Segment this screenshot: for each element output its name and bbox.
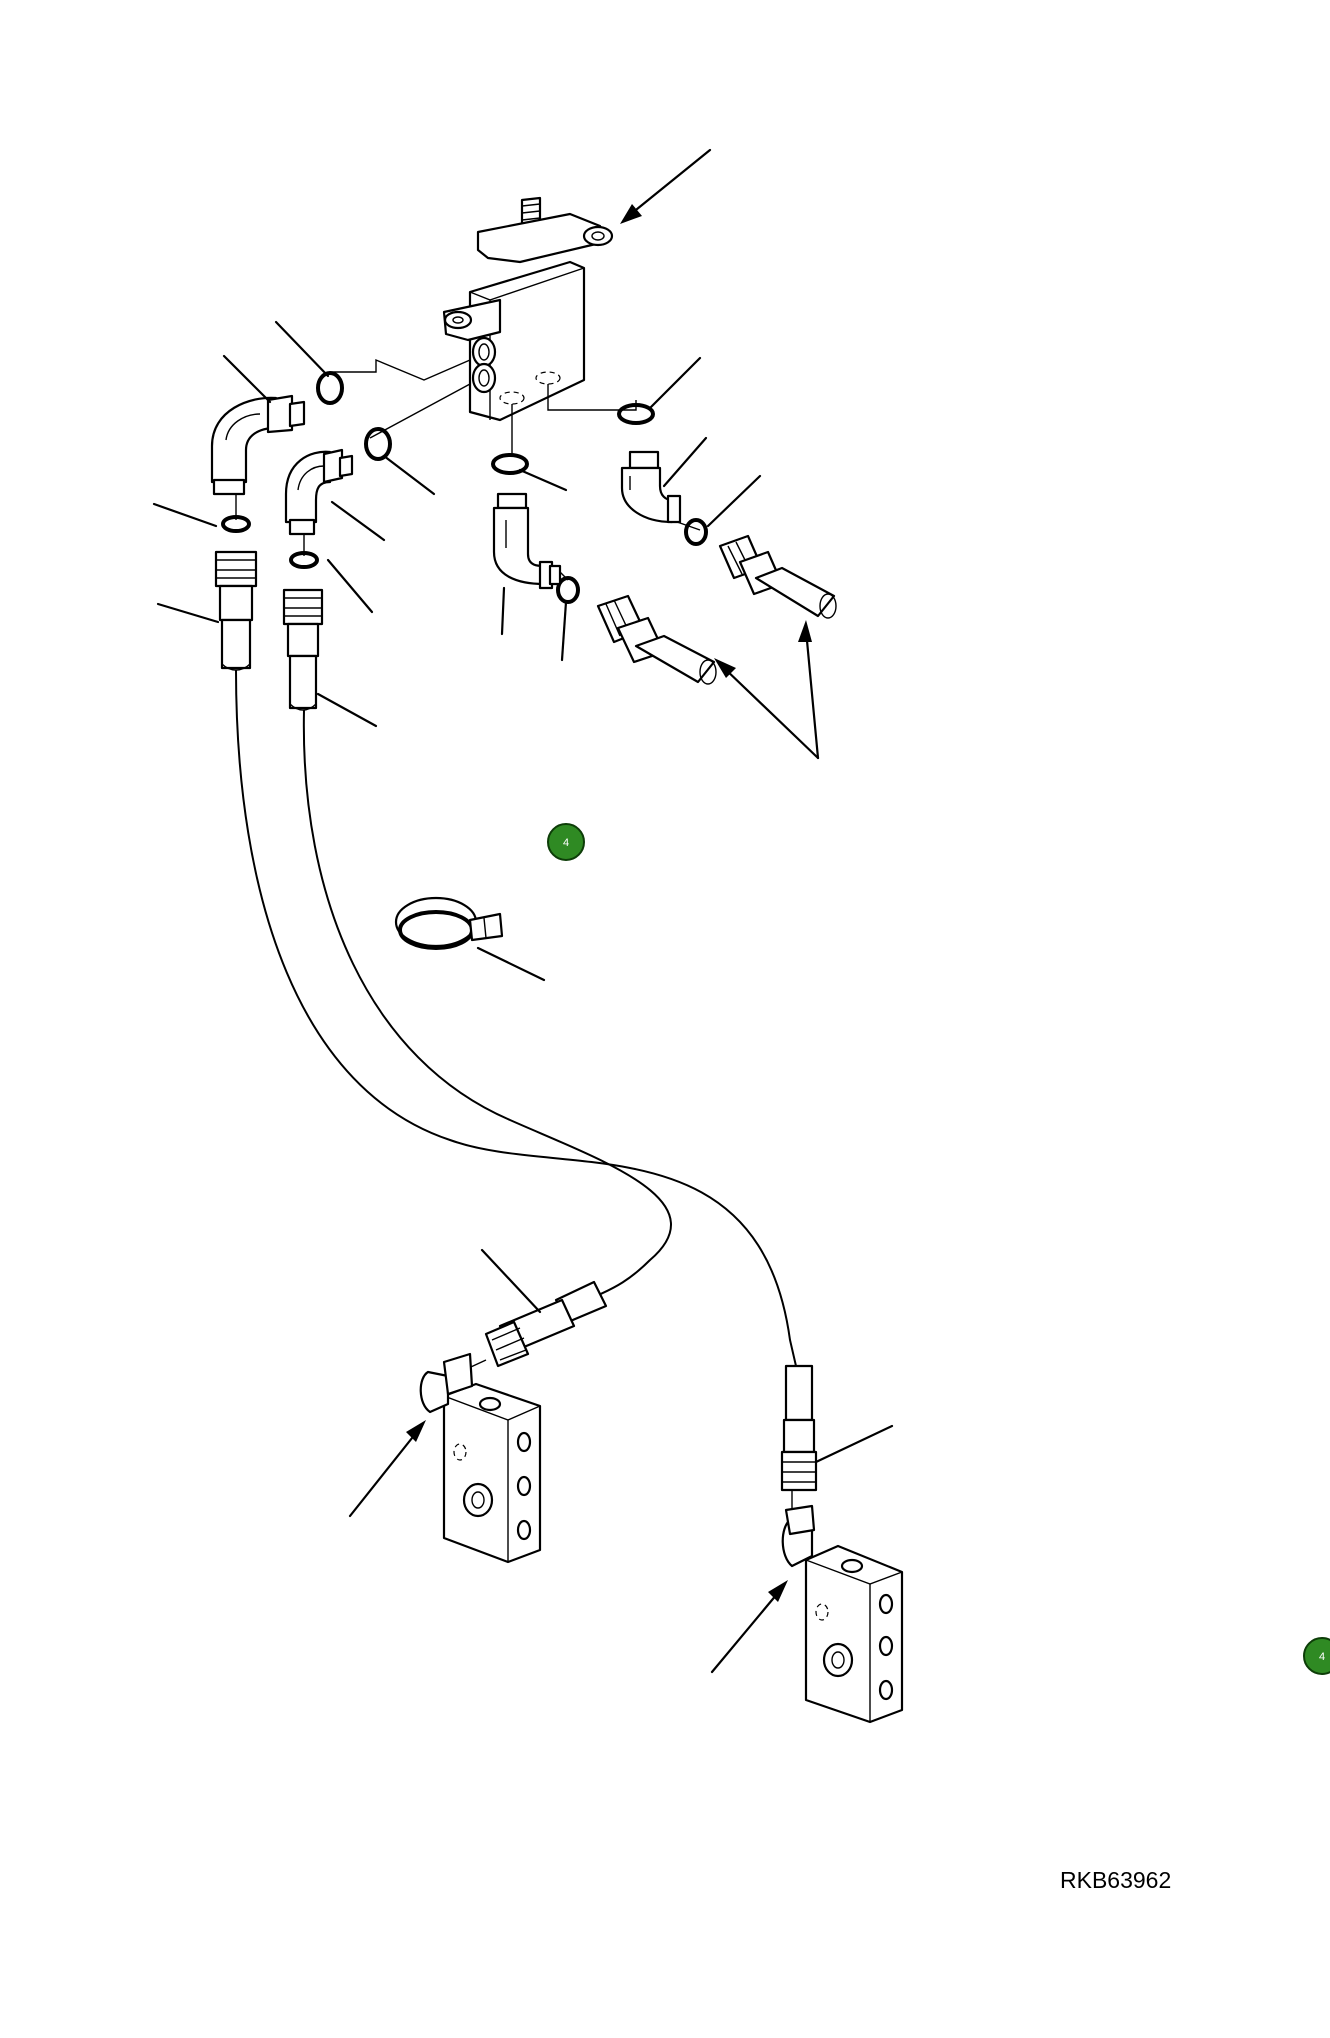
- valve-block: [442, 196, 614, 422]
- hose-fitting-second: [282, 588, 324, 711]
- elbow-fitting-left: [210, 394, 306, 496]
- drawing-code: RKB63962: [1060, 1867, 1171, 1893]
- elbow-fitting-second: [284, 448, 354, 536]
- leader-arrow-valve: [620, 148, 712, 224]
- elbow-fitting-center: [492, 492, 562, 590]
- leader-arrows-hose-fittings: [714, 620, 820, 760]
- hose-fitting-lower-right: [780, 1364, 818, 1514]
- reference-badge-center[interactable]: 4: [547, 823, 585, 861]
- hose-fitting-lower-left: [484, 1280, 608, 1368]
- reference-badge-label: 4: [1319, 1651, 1325, 1663]
- hose-fitting-right: [718, 534, 837, 619]
- hose-left: [235, 669, 797, 1367]
- hose-second: [302, 709, 672, 1301]
- manifold-block-right: [781, 1504, 904, 1724]
- hose-fitting-center: [596, 594, 717, 685]
- o-rings: [221, 371, 708, 604]
- leader-arrow-block-right: [710, 1580, 788, 1674]
- leader-arrow-block-left: [348, 1420, 426, 1518]
- reference-badge-label: 4: [563, 837, 569, 849]
- hose-clamp: [394, 896, 504, 950]
- manifold-block-left: [419, 1352, 542, 1564]
- reference-badge-edge[interactable]: 4: [1303, 1637, 1330, 1675]
- callout-leaders: [152, 320, 894, 1464]
- hose-fitting-left: [214, 550, 258, 671]
- elbow-fitting-right: [620, 450, 682, 524]
